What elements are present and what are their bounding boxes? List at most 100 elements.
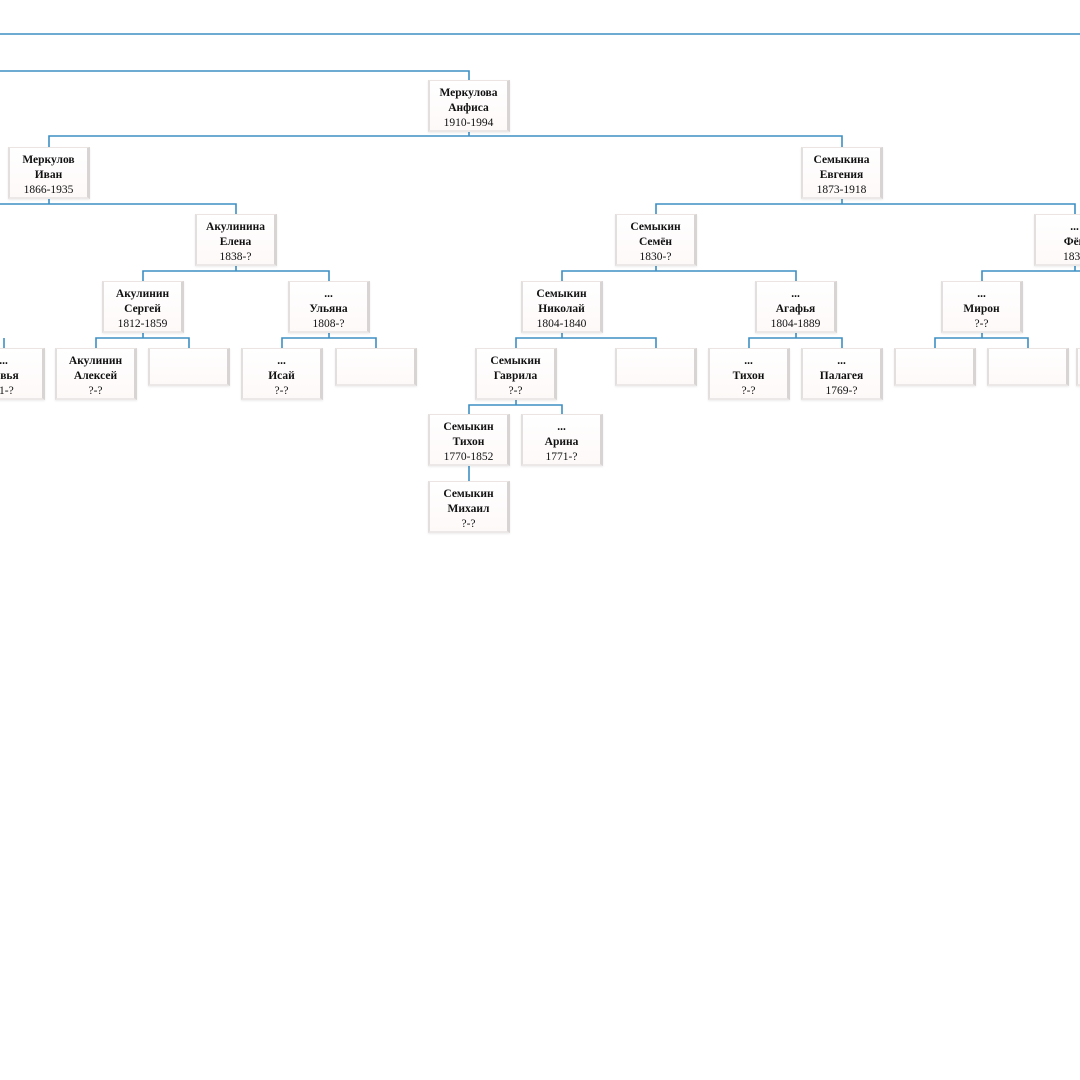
person-years: 1808-? [312,318,345,330]
person-years: 1866-1935 [23,184,74,196]
person-card-empty[interactable] [148,348,230,386]
person-card-empty[interactable] [987,348,1069,386]
person-card[interactable]: ... Ульяна 1808-? [288,281,370,333]
person-card[interactable]: Семыкин Николай 1804-1840 [521,281,603,333]
person-surname: Акулинина [206,221,265,233]
person-years: 1770-1852 [443,451,494,463]
person-given-name: Иван [34,169,63,181]
person-given-name: Ульяна [309,303,348,315]
person-card[interactable]: Акулинина Елена 1838-? [195,214,277,266]
person-surname: ... [1070,221,1079,233]
person-years: ?-? [88,385,103,397]
person-years: 1830-? [639,251,672,263]
person-surname: ... [277,355,286,367]
person-given-name: Алексей [73,370,118,382]
connector-line [934,337,1029,348]
connector-line [561,270,797,281]
person-surname: ... [977,288,986,300]
person-given-name: Михаил [447,503,490,515]
person-years: ?-? [974,318,989,330]
person-surname: Семыкин [630,221,681,233]
person-given-name: Мирон [963,303,1000,315]
person-given-name: Тихон [732,370,765,382]
person-card-empty[interactable] [335,348,417,386]
person-surname: Семыкин [536,288,587,300]
person-card-empty[interactable] [894,348,976,386]
person-given-name: Гаврила [493,370,538,382]
person-years: 1910-1994 [443,117,494,129]
person-surname: Акулинин [68,355,123,367]
person-years: ?-? [508,385,523,397]
person-card[interactable]: Меркулова Анфиса 1910-1994 [428,80,510,132]
person-card-empty[interactable] [615,348,697,386]
person-card[interactable]: ... ковья 81-? [0,348,45,400]
person-surname: Меркулова [439,87,498,99]
person-given-name: ковья [0,370,19,382]
person-card[interactable]: Семыкин Гаврила ?-? [475,348,557,400]
person-given-name: Николай [538,303,585,315]
person-surname: Семыкина [813,154,870,166]
person-years: 1873-1918 [816,184,867,196]
connector-line [281,337,377,348]
person-card[interactable]: ... Мирон ?-? [941,281,1023,333]
person-card[interactable]: ... Фёк 1831 [1034,214,1080,266]
person-years: 81-? [0,385,14,397]
connector-line [655,203,1076,214]
person-card[interactable]: ... Агафья 1804-1889 [755,281,837,333]
connector-line [48,135,843,147]
person-given-name: Сергей [124,303,161,315]
person-surname: ... [791,288,800,300]
person-years: 1838-? [219,251,252,263]
person-surname: ... [324,288,333,300]
connector-line [748,337,843,348]
person-given-name: Арина [544,436,579,448]
person-years: ?-? [461,518,476,530]
person-card[interactable]: Семыкин Семён 1830-? [615,214,697,266]
person-years: 1812-1859 [117,318,168,330]
connector-line [981,270,1080,281]
person-surname: Семыкин [490,355,541,367]
person-card[interactable]: ... Арина 1771-? [521,414,603,466]
person-given-name: Семён [638,236,673,248]
person-given-name: Исай [268,370,295,382]
person-card[interactable]: Акулинин Алексей ?-? [55,348,137,400]
connector-line [468,404,563,414]
person-given-name: Евгения [819,169,864,181]
person-given-name: Агафья [775,303,816,315]
person-given-name: Фёк [1063,236,1080,248]
person-surname: ... [744,355,753,367]
person-card[interactable]: ... Тихон ?-? [708,348,790,400]
person-given-name: Палагея [819,370,864,382]
connector-line [95,337,190,348]
person-years: ?-? [741,385,756,397]
person-given-name: Анфиса [448,102,489,114]
connector-line [142,270,330,281]
person-surname: ... [0,355,8,367]
person-card[interactable]: ... Исай ?-? [241,348,323,400]
connector-line [515,337,657,348]
person-surname: Семыкин [443,421,494,433]
person-card[interactable]: Семыкин Михаил ?-? [428,481,510,533]
person-card[interactable]: Семыкин Тихон 1770-1852 [428,414,510,466]
person-card[interactable]: ... Палагея 1769-? [801,348,883,400]
person-card[interactable]: Меркулов Иван 1866-1935 [8,147,90,199]
person-card-empty[interactable] [1076,348,1080,386]
person-given-name: Елена [219,236,252,248]
connector-line [0,70,470,80]
person-surname: ... [557,421,566,433]
person-years: 1831 [1063,251,1080,263]
person-card[interactable]: Акулинин Сергей 1812-1859 [102,281,184,333]
connector-line [0,203,237,214]
person-years: ?-? [274,385,289,397]
person-surname: ... [837,355,846,367]
person-surname: Меркулов [22,154,75,166]
person-surname: Акулинин [115,288,170,300]
person-given-name: Тихон [452,436,485,448]
person-years: 1804-1840 [536,318,587,330]
person-surname: Семыкин [443,488,494,500]
person-years: 1771-? [545,451,578,463]
person-years: 1804-1889 [770,318,821,330]
person-card[interactable]: Семыкина Евгения 1873-1918 [801,147,883,199]
